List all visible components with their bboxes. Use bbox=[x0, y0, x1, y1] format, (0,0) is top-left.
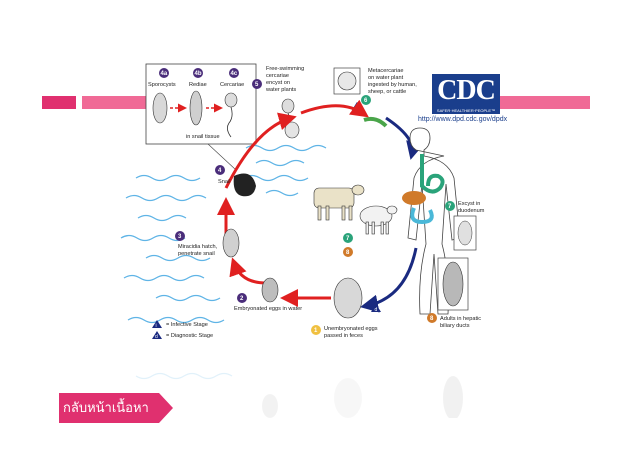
water-waves bbox=[120, 144, 327, 324]
adult-fluke-drawing bbox=[442, 261, 464, 307]
stage-4b-badge: 4b bbox=[193, 68, 203, 78]
unembryonated-egg-drawing bbox=[333, 277, 363, 319]
sheep-drawing bbox=[359, 205, 398, 235]
svg-text:7: 7 bbox=[448, 204, 452, 210]
svg-text:i: i bbox=[156, 323, 157, 329]
stage-4-badge: 4 bbox=[215, 165, 225, 175]
water-plant-drawing bbox=[363, 116, 388, 128]
svg-text:3: 3 bbox=[178, 234, 182, 240]
label-free-swimming-2: cercariae bbox=[266, 73, 289, 79]
diagram-reflection bbox=[116, 348, 516, 418]
legend: i = Infective Stage d = Diagnostic Stage bbox=[152, 320, 213, 340]
legend-diagnostic-label: = Diagnostic Stage bbox=[166, 333, 213, 339]
svg-text:1: 1 bbox=[314, 328, 318, 334]
svg-text:4a: 4a bbox=[161, 71, 168, 77]
label-snail: Snail bbox=[218, 179, 230, 185]
digestive-tract-drawing bbox=[420, 154, 445, 194]
back-to-content-button[interactable]: กลับหน้าเนื้อหา bbox=[59, 393, 177, 423]
svg-text:4b: 4b bbox=[195, 71, 202, 77]
svg-text:7: 7 bbox=[346, 236, 350, 242]
label-metacercariae-4: sheep, or cattle bbox=[368, 89, 406, 95]
label-embryonated-eggs: Embryonated eggs in water bbox=[234, 306, 302, 312]
svg-text:4c: 4c bbox=[231, 71, 238, 77]
svg-text:d: d bbox=[155, 334, 158, 340]
label-miracidia-2: penetrate snail bbox=[178, 251, 215, 257]
stage-8-badge-left: 8 bbox=[343, 247, 353, 257]
stage-5-badge: 5 bbox=[252, 79, 262, 89]
svg-text:8: 8 bbox=[346, 250, 350, 256]
label-excyst-1: Excyst in bbox=[458, 201, 480, 207]
intestines-drawing bbox=[410, 207, 434, 225]
stage-3-badge: 3 bbox=[175, 231, 185, 241]
label-adults-1: Adults in hepatic bbox=[440, 316, 481, 322]
header-accent-bar-left bbox=[42, 96, 76, 109]
label-miracidia-1: Miracidia hatch, bbox=[178, 244, 218, 250]
cercaria-drawing bbox=[224, 92, 238, 108]
free-cercaria-drawing bbox=[281, 98, 295, 114]
sporocyst-drawing bbox=[152, 92, 168, 124]
label-cercariae: Cercariae bbox=[220, 82, 244, 88]
svg-text:2: 2 bbox=[240, 296, 244, 302]
label-rediae: Rediae bbox=[189, 82, 207, 88]
svg-text:d: d bbox=[375, 307, 378, 313]
legend-infective-label: = Infective Stage bbox=[166, 322, 208, 328]
stage-1-badge: 1 bbox=[311, 325, 321, 335]
label-free-swimming-3: encyst on bbox=[266, 80, 290, 86]
label-excyst-2: duodenum bbox=[458, 208, 485, 214]
stage-7-badge-left: 7 bbox=[343, 233, 353, 243]
diagnostic-marker-icon: d bbox=[371, 304, 381, 313]
label-sporocysts: Sporocysts bbox=[148, 82, 176, 88]
cdc-logo: CDC bbox=[432, 74, 500, 114]
svg-text:8: 8 bbox=[430, 316, 434, 322]
label-unembryonated-2: passed in feces bbox=[324, 333, 363, 339]
stage-4a-badge: 4a bbox=[159, 68, 169, 78]
cdc-tagline: SAFER·HEALTHIER·PEOPLE™ bbox=[432, 108, 500, 114]
stage-2-badge: 2 bbox=[237, 293, 247, 303]
label-metacercariae-1: Metacercariae bbox=[368, 68, 403, 74]
header-accent-bar-right bbox=[500, 96, 590, 109]
svg-text:4: 4 bbox=[218, 168, 222, 174]
label-adults-2: biliary ducts bbox=[440, 323, 470, 329]
cdc-url[interactable]: http://www.dpd.cdc.gov/dpdx bbox=[418, 116, 508, 123]
label-in-snail-tissue: in snail tissue bbox=[186, 134, 220, 140]
stage-8-badge: 8 bbox=[427, 313, 437, 323]
label-unembryonated-1: Unembryonated eggs bbox=[324, 326, 378, 332]
cow-drawing bbox=[313, 184, 365, 221]
snail-drawing bbox=[233, 173, 256, 197]
stage-6-badge: 6 bbox=[361, 95, 371, 105]
stage-4c-badge: 4c bbox=[229, 68, 239, 78]
liver-drawing bbox=[402, 191, 426, 205]
label-free-swimming-1: Free-swimming bbox=[266, 66, 304, 72]
miracidium-drawing bbox=[222, 228, 240, 258]
label-metacercariae-2: on water plant bbox=[368, 75, 404, 81]
stage-7-badge: 7 bbox=[445, 201, 455, 211]
label-metacercariae-3: ingested by human, bbox=[368, 82, 417, 88]
fasciola-life-cycle-diagram: 4a 4b 4c Sporocysts Rediae Cercariae in … bbox=[116, 58, 516, 348]
encysted-cercaria-drawing bbox=[284, 121, 300, 139]
svg-text:5: 5 bbox=[255, 82, 259, 88]
embryonated-egg-drawing bbox=[261, 277, 279, 303]
label-free-swimming-4: water plants bbox=[265, 87, 296, 93]
rediae-drawing bbox=[189, 90, 203, 126]
